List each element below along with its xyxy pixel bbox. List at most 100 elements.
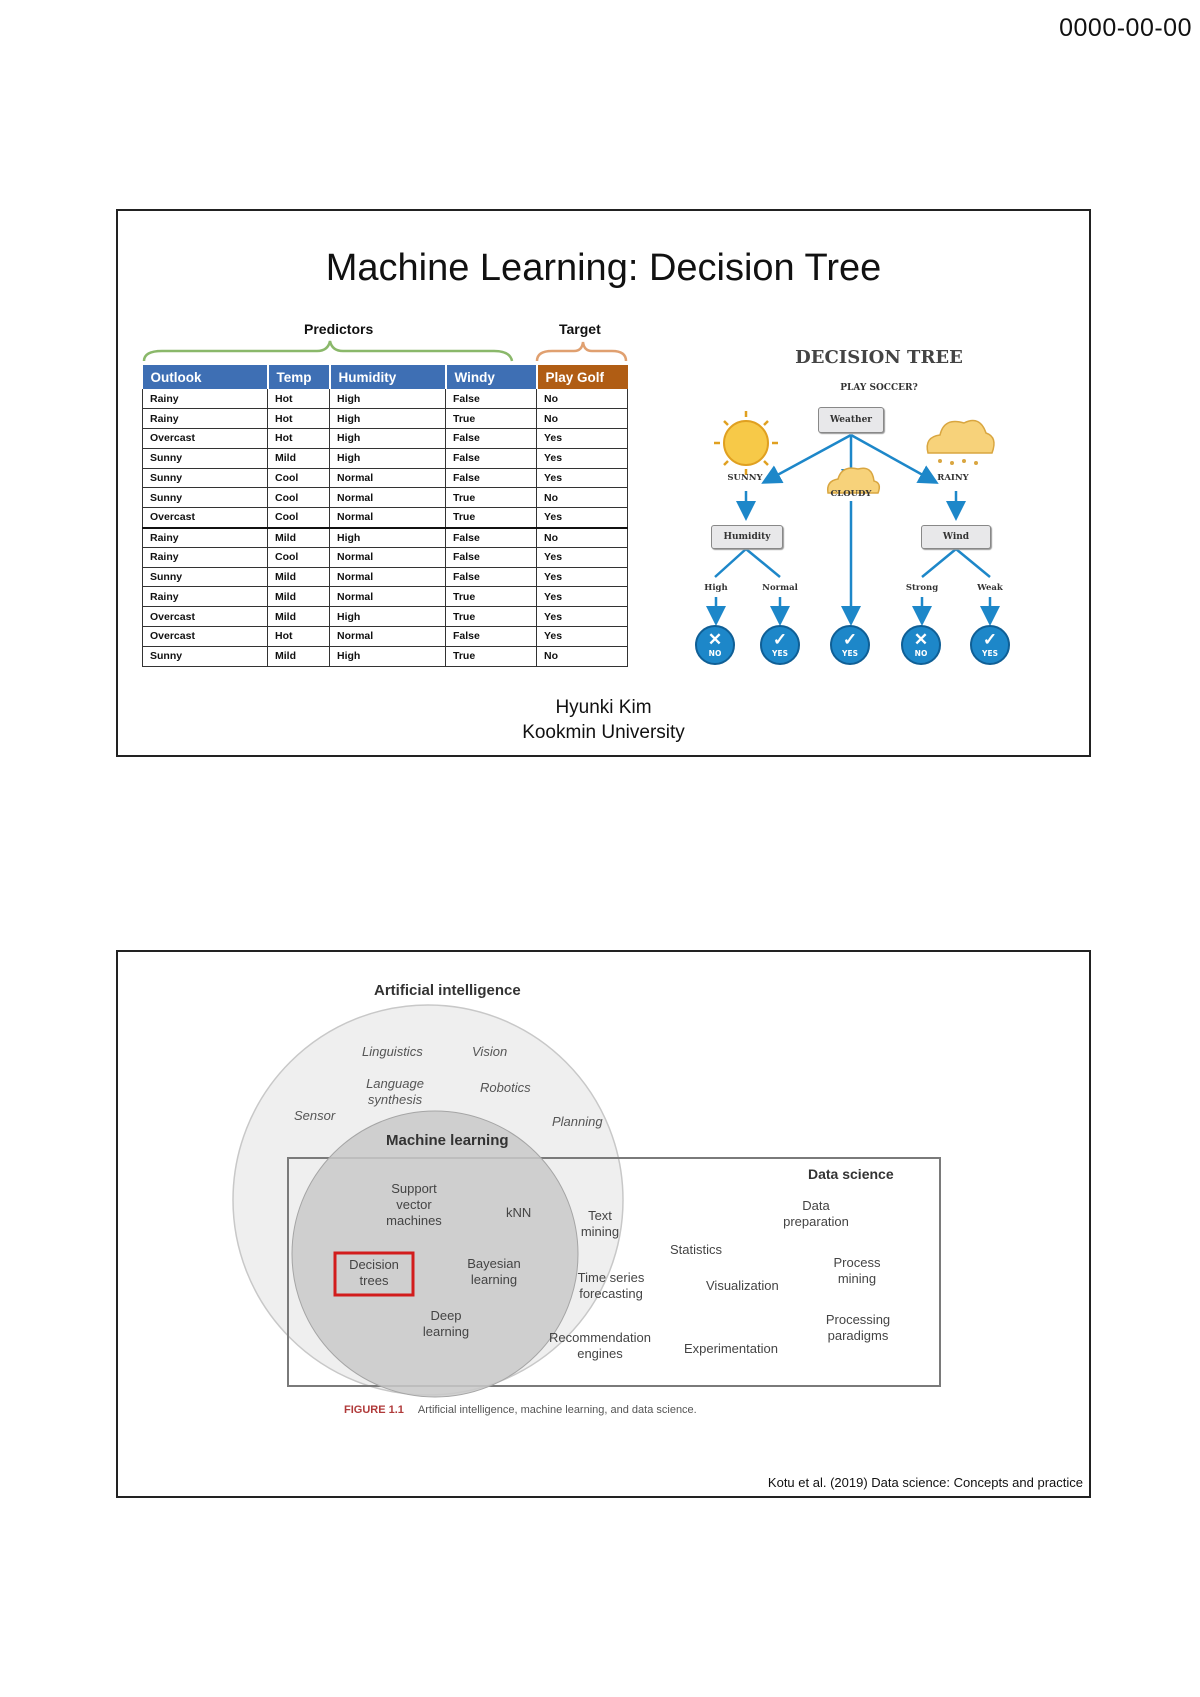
decision-trees-highlight (333, 1251, 415, 1297)
table-cell: False (445, 547, 537, 568)
table-cell: Yes (536, 567, 628, 588)
overlap-topic: Recommendation engines (549, 1330, 651, 1361)
table-cell: Yes (536, 586, 628, 608)
sun-icon (714, 411, 778, 475)
column-header: Outlook (142, 365, 269, 389)
table-cell: Normal (329, 468, 446, 489)
table-cell: Yes (536, 626, 628, 647)
table-cell: Sunny (142, 646, 268, 667)
x-icon: ✕ (913, 630, 929, 649)
table-cell: Normal (329, 507, 446, 529)
table-cell: Hot (267, 389, 330, 410)
table-cell: Normal (329, 567, 446, 588)
branch-sunny-label: SUNNY (727, 473, 763, 483)
table-cell: True (445, 586, 537, 608)
leaf-node: ✕NO (901, 625, 941, 665)
table-cell: Yes (536, 507, 628, 529)
table-cell: Normal (329, 487, 446, 509)
figure-number: FIGURE 1.1 (344, 1404, 404, 1416)
cloud-icon (826, 467, 881, 494)
table-cell: No (536, 487, 628, 509)
slide-decision-tree: Machine Learning: Decision Tree Predicto… (116, 209, 1091, 757)
table-cell: No (536, 646, 628, 667)
table-header-row: Outlook Temp Humidity Windy Play Golf (142, 365, 628, 389)
table-cell: Rainy (142, 389, 268, 410)
x-icon: ✕ (707, 630, 723, 649)
table-cell: No (536, 389, 628, 410)
leaf-node: ✓YES (760, 625, 800, 665)
table-cell: Hot (267, 408, 330, 430)
table-cell: Cool (267, 468, 330, 489)
ml-topic: Deep learning (422, 1308, 470, 1339)
table-cell: Cool (267, 507, 330, 529)
ds-topic: Experimentation (684, 1341, 778, 1356)
table-cell: Overcast (142, 606, 268, 628)
reference-citation: Kotu et al. (2019) Data science: Concept… (767, 1475, 1083, 1490)
table-cell: Overcast (142, 507, 268, 529)
page-date: 0000-00-00 (1059, 14, 1192, 42)
column-header: Humidity (329, 365, 447, 389)
table-cell: Hot (267, 626, 330, 647)
overlap-topic: Time series forecasting (577, 1270, 645, 1301)
ai-topic: Language synthesis (366, 1076, 424, 1107)
target-label: Target (559, 321, 601, 337)
table-cell: Sunny (142, 487, 268, 509)
author-affiliation: Kookmin University (522, 722, 685, 743)
table-cell: Normal (329, 626, 446, 647)
table-cell: False (445, 567, 537, 588)
check-icon: ✓ (842, 630, 858, 649)
table-cell: True (445, 646, 537, 667)
tree-title: DECISION TREE (795, 347, 963, 368)
predictors-brace (142, 340, 628, 362)
ds-label: Data science (808, 1166, 894, 1182)
ml-topic: kNN (506, 1205, 532, 1220)
ai-topic: Planning (552, 1114, 603, 1129)
table-cell: Hot (267, 428, 330, 449)
table-cell: Sunny (142, 448, 268, 469)
ml-topic: Support vector machines (386, 1181, 442, 1228)
table-cell: Overcast (142, 626, 268, 647)
column-header: Windy (445, 365, 538, 389)
author-name: Hyunki Kim (555, 697, 652, 718)
table-cell: Mild (267, 646, 330, 667)
table-cell: Sunny (142, 468, 268, 489)
ai-label: Artificial intelligence (374, 982, 521, 999)
table-cell: Rainy (142, 586, 268, 608)
table-cell: High (329, 527, 446, 548)
table-cell: False (445, 448, 537, 469)
check-icon: ✓ (982, 630, 998, 649)
ds-topic: Statistics (670, 1242, 723, 1257)
table-cell: Mild (267, 567, 330, 588)
branch-rainy-label: RAINY (937, 473, 969, 483)
table-cell: High (329, 408, 446, 430)
edge-weak-label: Weak (977, 583, 1003, 593)
venn-diagram (232, 1004, 941, 1398)
table-cell: High (329, 646, 446, 667)
table-cell: False (445, 389, 537, 410)
table-cell: Yes (536, 448, 628, 469)
ai-topic: Vision (472, 1044, 508, 1059)
golf-data-table: Outlook Temp Humidity Windy Play Golf Ra… (142, 365, 628, 667)
slide-title: Machine Learning: Decision Tree (325, 247, 882, 289)
ds-topic: Data preparation (783, 1198, 849, 1229)
leaf-node: ✕NO (695, 625, 735, 665)
ds-topic: Processing paradigms (825, 1312, 891, 1343)
ai-topic: Sensor (294, 1108, 336, 1123)
ml-topic: Bayesian learning (467, 1256, 521, 1287)
table-cell: True (445, 487, 537, 509)
branch-cloudy-label: CLOUDY (830, 489, 872, 499)
table-cell: High (329, 606, 446, 628)
edge-normal-label: Normal (762, 583, 798, 593)
table-cell: True (445, 507, 537, 529)
